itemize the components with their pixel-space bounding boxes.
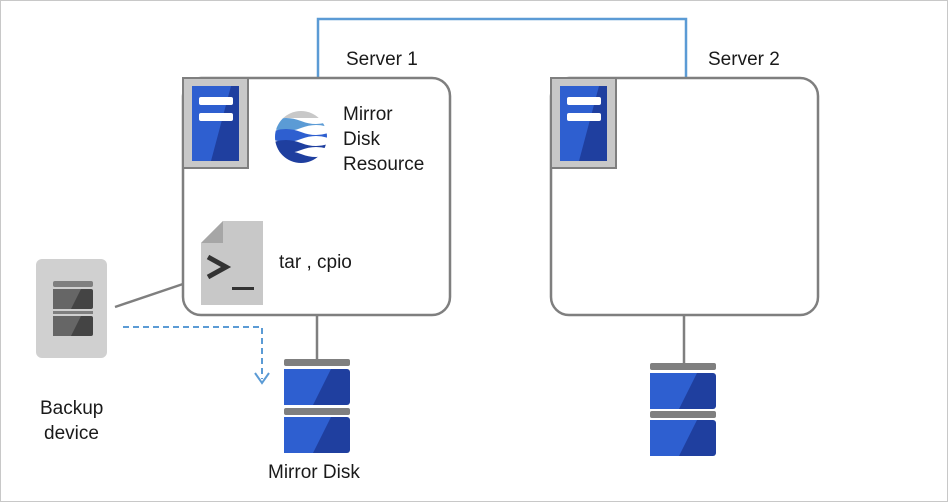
resource-label-line3: Resource (343, 154, 424, 175)
server-1-label: Server 1 (346, 49, 418, 70)
backup-label-line1: Backup (40, 398, 103, 419)
mirror-disk-1-icon (284, 359, 350, 453)
backup-restore-arrowhead (254, 372, 270, 385)
backup-label-line2: device (44, 423, 99, 444)
server-1-icon (182, 77, 249, 169)
backup-device-icon (36, 259, 107, 358)
script-file-icon (201, 221, 263, 305)
mirror-disk-2-icon (650, 363, 716, 456)
server-2-label: Server 2 (708, 49, 780, 70)
mirror-disk-resource-icon (275, 111, 327, 163)
mirror-disk-label: Mirror Disk (268, 462, 360, 483)
resource-label-line1: Mirror (343, 104, 393, 125)
resource-label-line2: Disk (343, 129, 380, 150)
command-label: tar , cpio (279, 252, 352, 273)
network-line (316, 17, 688, 79)
server-2-icon (550, 77, 617, 169)
backup-restore-arrow (123, 326, 263, 379)
backup-server-connector (114, 282, 184, 309)
